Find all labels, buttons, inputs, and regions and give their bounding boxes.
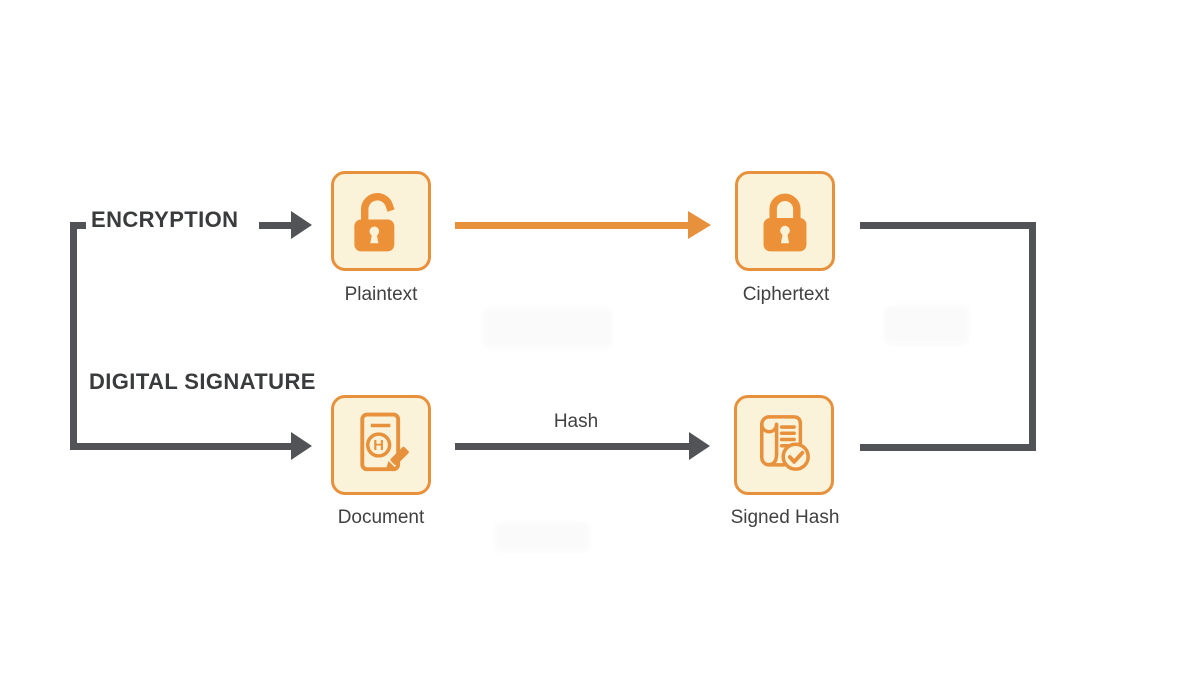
left-bracket-vertical	[70, 222, 77, 450]
watermark-ghost	[482, 308, 612, 348]
ciphertext-label: Ciphertext	[742, 284, 830, 305]
digital-signature-title: DIGITAL SIGNATURE	[89, 369, 316, 394]
svg-text:H: H	[373, 438, 384, 454]
document-node: H	[331, 395, 431, 495]
watermark-ghost	[495, 522, 590, 552]
encryption-title: ENCRYPTION	[91, 207, 239, 232]
signature-flow-arrowhead-icon	[291, 432, 312, 460]
right-bracket-top	[860, 222, 1036, 229]
hash-arrowhead-icon	[689, 432, 710, 460]
document-hash-icon: H	[360, 412, 409, 472]
watermark-ghost	[884, 305, 969, 345]
ciphertext-node	[735, 171, 835, 271]
plaintext-node	[331, 171, 431, 271]
signed-hash-node	[734, 395, 834, 495]
hash-arrow-shaft	[455, 443, 689, 450]
encrypt-arrow-shaft	[455, 222, 689, 229]
right-bracket-bottom	[860, 444, 1036, 451]
plaintext-label: Plaintext	[344, 284, 418, 305]
document-label: Document	[337, 507, 425, 528]
encryption-arrowhead-icon	[291, 211, 312, 239]
signature-flow-arrow-shaft	[70, 443, 291, 450]
locked-padlock-icon	[763, 193, 807, 252]
unlocked-padlock-icon	[354, 193, 395, 252]
right-bracket-vertical	[1029, 222, 1036, 451]
hash-arrow-label: Hash	[553, 411, 599, 432]
encryption-arrow-shaft	[259, 222, 292, 229]
left-bracket-top-stub	[70, 222, 86, 229]
encrypt-arrowhead-icon	[688, 211, 711, 239]
signed-scroll-check-icon	[760, 415, 810, 471]
signed-hash-label: Signed Hash	[730, 507, 840, 528]
